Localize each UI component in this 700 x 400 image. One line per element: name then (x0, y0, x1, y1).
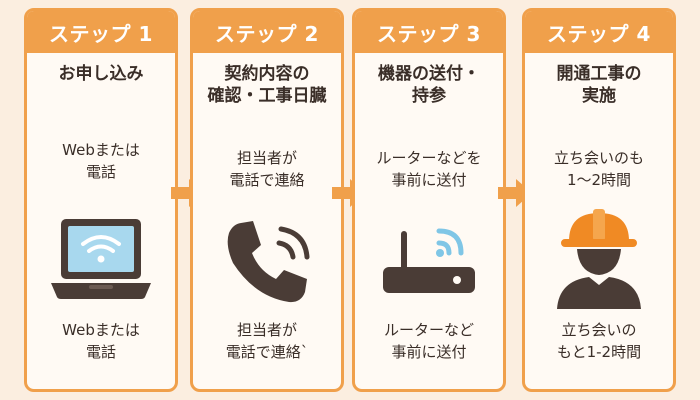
step-description-bottom: 立ち会いの もと1-2時間 (556, 321, 642, 361)
step-description-bottom: 担当者が 電話で連絡` (225, 321, 309, 361)
step-description-top: 立ち会いのも 1〜2時間 (553, 149, 644, 189)
step-description-top: 担当者が 電話で連絡 (229, 149, 305, 189)
step-card-3: ステップ 3 機器の送付・ 持参 ルーターなどを 事前に送付 ルーターなど 事前… (352, 8, 506, 392)
step-title: 機器の送付・ 持参 (378, 64, 480, 106)
step-label: ステップ 3 (355, 11, 503, 53)
step-label: ステップ 1 (27, 11, 175, 53)
step-card-1: ステップ 1 お申し込み Webまたは 電話 Webまたは 電話 (24, 8, 178, 392)
step-description-bottom: Webまたは 電話 (62, 321, 140, 361)
step-label: ステップ 2 (193, 11, 341, 53)
step-title: お申し込み (58, 64, 144, 84)
step-title: 開通工事の 実施 (556, 64, 642, 106)
step-description-top: ルーターなどを 事前に送付 (376, 149, 482, 189)
step-description-top: Webまたは 電話 (62, 141, 140, 181)
step-card-4: ステップ 4 開通工事の 実施 立ち会いのも 1〜2時間 立ち会いの もと1-2… (522, 8, 676, 392)
phone-icon (227, 221, 310, 303)
router-icon (383, 228, 475, 293)
laptop-wifi-icon (51, 219, 151, 299)
step-label: ステップ 4 (525, 11, 673, 53)
worker-helmet-icon (557, 209, 641, 309)
step-description-bottom: ルーターなど 事前に送付 (383, 321, 474, 361)
step-title: 契約内容の 確認・工事日臓 (207, 64, 327, 106)
step-card-2: ステップ 2 契約内容の 確認・工事日臓 担当者が 電話で連絡 担当者が 電話で… (190, 8, 344, 392)
